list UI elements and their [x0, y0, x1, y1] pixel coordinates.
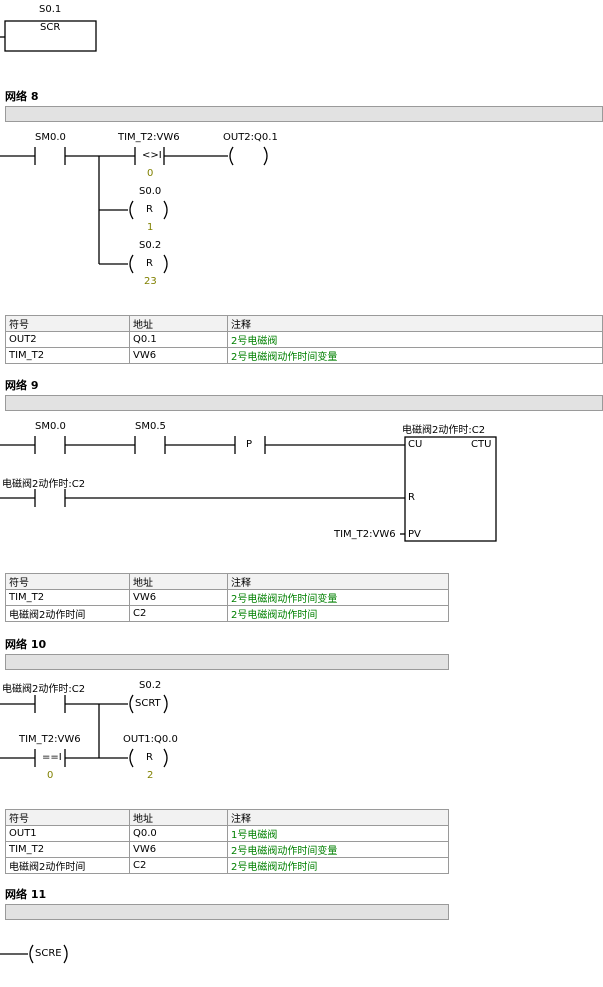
scr-box-label[interactable]: SCR — [40, 22, 61, 33]
table-row[interactable]: TIM_T2 VW6 2号电磁阀动作时间变量 — [5, 841, 449, 858]
table-row[interactable]: 电磁阀2动作时间 C2 2号电磁阀动作时间 — [5, 857, 449, 874]
cell-address: C2 — [129, 605, 228, 622]
table-header-row: 符号 地址 注释 — [5, 809, 449, 826]
network-9-comment[interactable] — [5, 395, 603, 411]
n10-scrt-bit: S0.2 — [139, 680, 162, 691]
n9-counter-name: 电磁阀2动作时:C2 — [402, 425, 486, 436]
n9-symbol-table: 符号 地址 注释 TIM_T2 VW6 2号电磁阀动作时间变量 电磁阀2动作时间… — [5, 573, 449, 622]
cell-comment: 2号电磁阀动作时间 — [227, 857, 449, 874]
n8-compare-value: 0 — [147, 168, 154, 179]
n10-contact-c2-label: 电磁阀2动作时:C2 — [2, 684, 86, 695]
n10-symbol-table: 符号 地址 注释 OUT1 Q0.0 1号电磁阀 TIM_T2 VW6 2号电磁… — [5, 809, 449, 874]
n8-coil-out2-label: OUT2:Q0.1 — [223, 132, 278, 143]
n10-reset-count: 2 — [147, 770, 154, 781]
n9-reset-contact-label: 电磁阀2动作时:C2 — [2, 479, 86, 490]
n9-counter-cu: CU — [408, 439, 423, 450]
n10-reset-coil[interactable]: R — [146, 752, 153, 763]
cell-address: VW6 — [129, 841, 228, 858]
network-11-comment[interactable] — [5, 904, 449, 920]
n9-contact-sm05-label: SM0.5 — [135, 421, 166, 432]
network-10-title: 网络 10 — [5, 638, 47, 651]
n11-scre-coil[interactable]: SCRE — [35, 948, 62, 959]
network-11-title: 网络 11 — [5, 888, 47, 901]
cell-symbol: TIM_T2 — [5, 589, 130, 606]
col-comment-header: 注释 — [227, 809, 449, 826]
n8-reset2-coil[interactable]: R — [146, 258, 153, 269]
n9-counter-pv: PV — [408, 529, 421, 540]
n8-compare-addr: TIM_T2:VW6 — [118, 132, 180, 143]
table-row[interactable]: 电磁阀2动作时间 C2 2号电磁阀动作时间 — [5, 605, 449, 622]
col-comment-header: 注释 — [227, 573, 449, 590]
col-address-header: 地址 — [129, 315, 228, 332]
network-8-comment[interactable] — [5, 106, 603, 122]
n9-counter-ctu[interactable]: CTU — [471, 439, 492, 450]
cell-symbol: TIM_T2 — [5, 841, 130, 858]
table-row[interactable]: TIM_T2 VW6 2号电磁阀动作时间变量 — [5, 347, 603, 364]
cell-comment: 2号电磁阀动作时间 — [227, 605, 449, 622]
n9-positive-edge[interactable]: P — [246, 439, 253, 450]
cell-address: VW6 — [129, 589, 228, 606]
n8-reset1-coil[interactable]: R — [146, 204, 153, 215]
cell-comment: 2号电磁阀动作时间变量 — [227, 841, 449, 858]
col-comment-header: 注释 — [227, 315, 603, 332]
cell-symbol: OUT2 — [5, 331, 130, 348]
scr-bit-label: S0.1 — [39, 4, 62, 15]
table-row[interactable]: OUT2 Q0.1 2号电磁阀 — [5, 331, 603, 348]
table-header-row: 符号 地址 注释 — [5, 315, 603, 332]
n8-symbol-table: 符号 地址 注释 OUT2 Q0.1 2号电磁阀 TIM_T2 VW6 2号电磁… — [5, 315, 603, 364]
n9-pv-addr: TIM_T2:VW6 — [334, 529, 396, 540]
table-header-row: 符号 地址 注释 — [5, 573, 449, 590]
table-row[interactable]: TIM_T2 VW6 2号电磁阀动作时间变量 — [5, 589, 449, 606]
table-row[interactable]: OUT1 Q0.0 1号电磁阀 — [5, 825, 449, 842]
col-symbol-header: 符号 — [5, 573, 130, 590]
cell-symbol: OUT1 — [5, 825, 130, 842]
n8-reset2-bit: S0.2 — [139, 240, 162, 251]
cell-comment: 2号电磁阀动作时间变量 — [227, 347, 603, 364]
n8-reset1-count: 1 — [147, 222, 154, 233]
cell-symbol: 电磁阀2动作时间 — [5, 857, 130, 874]
network-9-title: 网络 9 — [5, 379, 39, 392]
n10-compare-op[interactable]: ==I — [42, 752, 62, 763]
network-10-comment[interactable] — [5, 654, 449, 670]
n8-contact-sm00-label: SM0.0 — [35, 132, 66, 143]
cell-symbol: TIM_T2 — [5, 347, 130, 364]
n8-reset1-bit: S0.0 — [139, 186, 162, 197]
n10-compare-value: 0 — [47, 770, 54, 781]
col-address-header: 地址 — [129, 573, 228, 590]
n8-compare-op[interactable]: <>I — [142, 150, 162, 161]
network-8-title: 网络 8 — [5, 90, 39, 103]
cell-comment: 2号电磁阀动作时间变量 — [227, 589, 449, 606]
cell-address: Q0.0 — [129, 825, 228, 842]
cell-comment: 1号电磁阀 — [227, 825, 449, 842]
cell-address: C2 — [129, 857, 228, 874]
col-address-header: 地址 — [129, 809, 228, 826]
n9-counter-r: R — [408, 492, 415, 503]
n9-contact-sm00-label: SM0.0 — [35, 421, 66, 432]
cell-address: Q0.1 — [129, 331, 228, 348]
n10-scrt-coil[interactable]: SCRT — [135, 698, 161, 709]
cell-symbol: 电磁阀2动作时间 — [5, 605, 130, 622]
n10-compare-addr: TIM_T2:VW6 — [19, 734, 81, 745]
n8-reset2-count: 23 — [144, 276, 157, 287]
cell-comment: 2号电磁阀 — [227, 331, 603, 348]
n10-reset-bit: OUT1:Q0.0 — [123, 734, 178, 745]
col-symbol-header: 符号 — [5, 315, 130, 332]
cell-address: VW6 — [129, 347, 228, 364]
col-symbol-header: 符号 — [5, 809, 130, 826]
